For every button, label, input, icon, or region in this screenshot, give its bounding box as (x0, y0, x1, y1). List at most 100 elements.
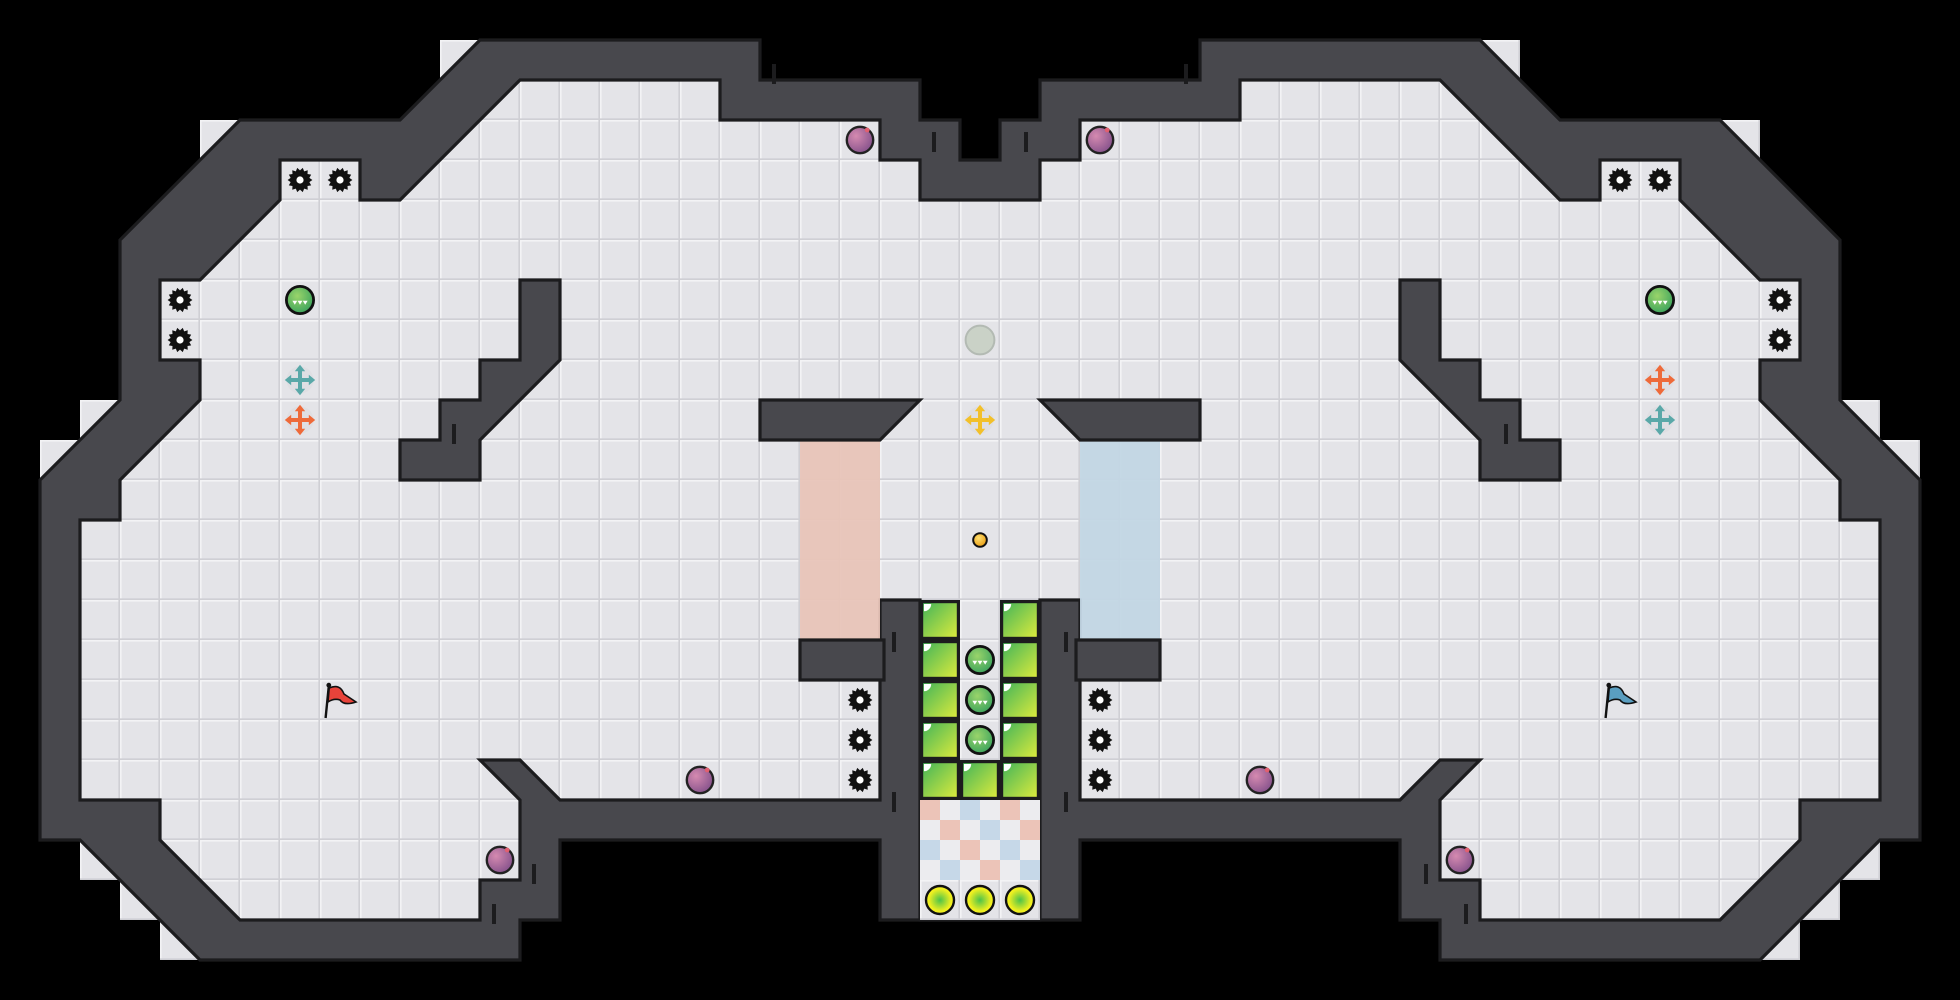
ball-body (964, 724, 995, 755)
inner-wall (398, 278, 562, 482)
move-arrows-teal-icon[interactable] (284, 364, 316, 396)
checker-tile (920, 820, 940, 840)
ball-tooth (1662, 300, 1668, 305)
green-block-icon (920, 599, 961, 640)
purple-bomb-icon[interactable] (685, 765, 715, 795)
yellow-coin-icon[interactable] (924, 884, 956, 916)
purple-bomb-icon[interactable] (1085, 125, 1115, 155)
block-shine (924, 604, 932, 612)
bomb-body (485, 845, 515, 875)
gear-hole (856, 776, 864, 784)
move-arrows-yellow-icon[interactable] (964, 404, 996, 436)
ball-body (964, 684, 995, 715)
gear-hole (1776, 336, 1784, 344)
move-arrows-orange-icon[interactable] (284, 404, 316, 436)
wall-mark (1064, 632, 1068, 652)
green-ball-icon[interactable] (284, 284, 315, 315)
green-block-icon (1000, 680, 1041, 721)
yellow-coin-icon[interactable] (964, 884, 996, 916)
checker-tile (940, 820, 960, 840)
cross-arrowhead (1644, 374, 1652, 386)
bomb-fuse (1464, 847, 1470, 853)
bomb-body (1085, 125, 1115, 155)
cross-arrowhead (1644, 414, 1652, 426)
green-block-icon (920, 760, 961, 801)
block-shine (924, 764, 932, 772)
checker-tile (980, 800, 1000, 820)
flag-knob (1606, 682, 1612, 688)
ball-body (1644, 284, 1675, 315)
flag-cloth (327, 685, 358, 705)
purple-bomb-icon[interactable] (1245, 765, 1275, 795)
wall-mark (932, 132, 936, 152)
purple-bomb-icon[interactable] (1445, 845, 1475, 875)
green-block-icon (1000, 760, 1041, 801)
checker-tile (980, 820, 1000, 840)
cross-arrowhead (294, 364, 306, 372)
green-ball-icon[interactable] (964, 724, 995, 755)
cross-arrowhead (284, 374, 292, 386)
gear-hole (336, 176, 344, 184)
ball-tooth (977, 700, 983, 705)
ball-tooth (1657, 300, 1663, 305)
coin-body (924, 884, 956, 916)
gear-hole (1096, 776, 1104, 784)
green-ball-icon[interactable] (964, 684, 995, 715)
ball-tooth (977, 740, 983, 745)
cross-arrowhead (284, 414, 292, 426)
red-flag-icon[interactable] (324, 682, 358, 719)
wall-mark (532, 864, 536, 884)
spike-gear-icon (327, 167, 353, 193)
checker-tile (960, 860, 980, 880)
yellow-dot-icon[interactable] (972, 532, 988, 548)
wall-mark (1464, 904, 1468, 924)
ball-body (964, 644, 995, 675)
cross-arrowhead (1668, 374, 1676, 386)
ball-tooth (1652, 300, 1658, 305)
yellow-coin-icon[interactable] (1004, 884, 1036, 916)
cross-arrowhead (964, 414, 972, 426)
checker-tile (1000, 800, 1020, 820)
purple-bomb-icon[interactable] (485, 845, 515, 875)
gear-hole (176, 296, 184, 304)
ball-tooth (972, 700, 978, 705)
checker-tile (960, 820, 980, 840)
block-shine (1004, 684, 1012, 692)
wall-mark (772, 64, 776, 84)
cross-arrowhead (294, 404, 306, 412)
cross-v (298, 409, 302, 431)
bomb-fuse (1264, 767, 1270, 773)
wall-mark (1064, 792, 1068, 812)
ball-tooth (292, 300, 298, 305)
gear-hole (856, 736, 864, 744)
green-ball-icon[interactable] (964, 644, 995, 675)
green-ball-icon[interactable] (1644, 284, 1675, 315)
move-arrows-teal-icon[interactable] (1644, 404, 1676, 436)
block-shine (964, 764, 972, 772)
ball-tooth (297, 300, 303, 305)
move-arrows-orange-icon[interactable] (1644, 364, 1676, 396)
block-shine (1004, 724, 1012, 732)
cross-arrowhead (294, 428, 306, 436)
purple-bomb-icon[interactable] (845, 125, 875, 155)
ball-tooth (972, 740, 978, 745)
block-body (960, 760, 1001, 801)
spike-gear-icon (1087, 767, 1113, 793)
gear-hole (1096, 696, 1104, 704)
green-block-icon (920, 640, 961, 681)
cross-arrowhead (1654, 404, 1666, 412)
spike-gear-icon (167, 327, 193, 353)
spike-gear-icon (1607, 167, 1633, 193)
spike-gear-icon (1767, 287, 1793, 313)
ball-tooth (982, 700, 988, 705)
blue-flag-icon[interactable] (1604, 682, 1638, 719)
cross-arrowhead (1654, 428, 1666, 436)
green-block-icon (1000, 720, 1041, 761)
block-shine (924, 724, 932, 732)
spike-gear-icon (1087, 687, 1113, 713)
bomb-body (1245, 765, 1275, 795)
wall-mark (1424, 864, 1428, 884)
checker-tile (920, 800, 940, 820)
spike-gear-icon (1087, 727, 1113, 753)
